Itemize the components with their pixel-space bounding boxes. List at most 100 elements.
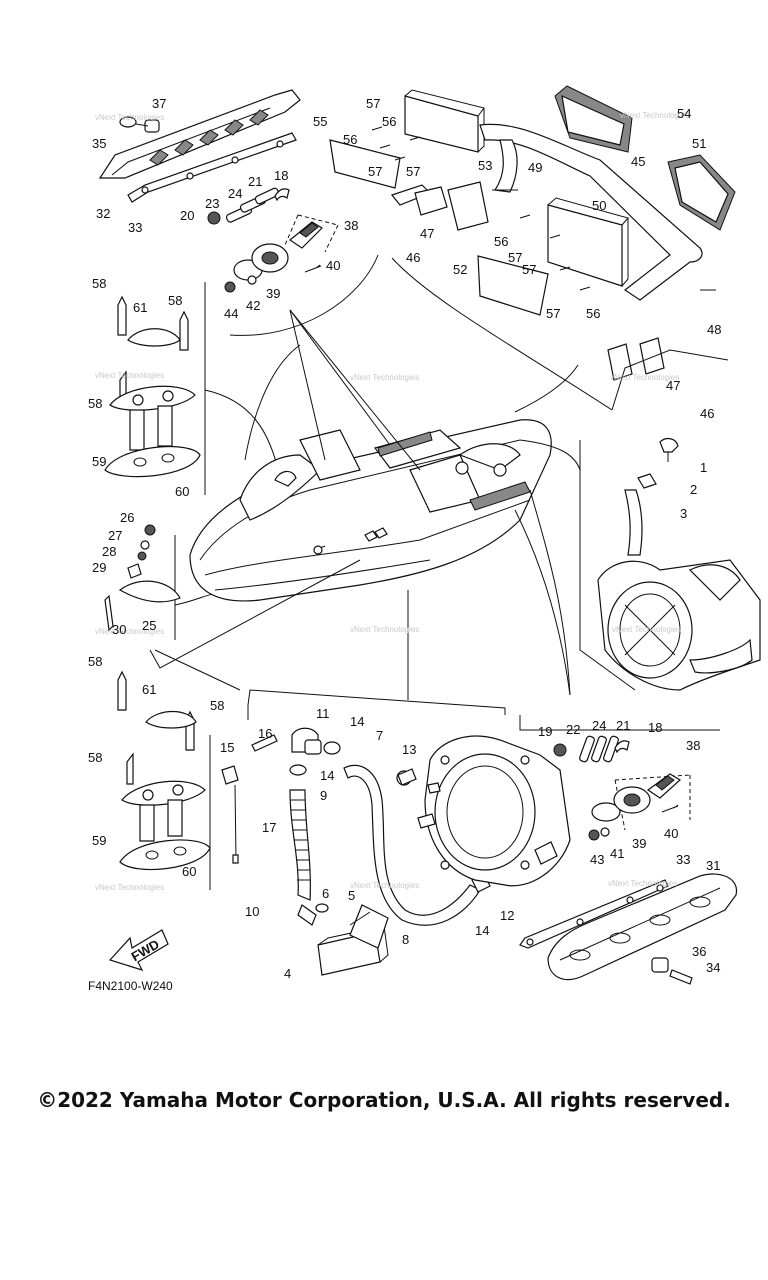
callout-35: 35 [92, 136, 106, 151]
callout-59: 59 [92, 833, 106, 848]
callout-46: 46 [700, 406, 714, 421]
hose-assembly [221, 705, 491, 976]
watermark-text: vNext Technologies [620, 111, 689, 120]
callout-27: 27 [108, 528, 122, 543]
callout-48: 48 [707, 322, 721, 337]
callout-12: 12 [500, 908, 514, 923]
callout-58: 58 [168, 293, 182, 308]
callout-28: 28 [102, 544, 116, 559]
callout-40: 40 [326, 258, 340, 273]
callout-31: 31 [706, 858, 720, 873]
engine-cover-assembly [329, 85, 736, 381]
callout-9: 9 [320, 788, 327, 803]
watermark-text: vNext Technologies [610, 373, 679, 382]
callout-11: 11 [316, 706, 330, 721]
callout-57: 57 [406, 164, 420, 179]
callout-56: 56 [586, 306, 600, 321]
callout-18: 18 [648, 720, 662, 735]
callout-20: 20 [180, 208, 194, 223]
callout-13: 13 [402, 742, 416, 757]
callout-56: 56 [382, 114, 396, 129]
nozzle-housing [417, 735, 571, 887]
callout-25: 25 [142, 618, 156, 633]
callout-10: 10 [245, 904, 259, 919]
callout-34: 34 [706, 960, 720, 975]
callout-39: 39 [632, 836, 646, 851]
watercraft-hull [189, 419, 552, 602]
watermark-text: vNext Technologies [95, 113, 164, 122]
callout-37: 37 [152, 96, 166, 111]
grab-rail-rear-right [519, 873, 738, 985]
callout-24: 24 [592, 718, 606, 733]
callout-26: 26 [120, 510, 134, 525]
callout-58: 58 [210, 698, 224, 713]
grab-rail-front-left [98, 89, 301, 203]
callout-21: 21 [248, 174, 262, 189]
callout-29: 29 [92, 560, 106, 575]
callout-39: 39 [266, 286, 280, 301]
callout-23: 23 [205, 196, 219, 211]
callout-44: 44 [224, 306, 238, 321]
watermark-text: vNext Technologies [612, 625, 681, 634]
callout-15: 15 [220, 740, 234, 755]
callout-59: 59 [92, 454, 106, 469]
parts-diagram: FWD vNext Technologies vNext Technologie… [88, 85, 761, 993]
callout-14: 14 [350, 714, 364, 729]
callout-38: 38 [344, 218, 358, 233]
callout-56: 56 [494, 234, 508, 249]
copyright-notice: ©2022 Yamaha Motor Corporation, U.S.A. A… [37, 1088, 731, 1112]
callout-60: 60 [182, 864, 196, 879]
callout-45: 45 [631, 154, 645, 169]
callout-8: 8 [402, 932, 409, 947]
callout-61: 61 [142, 682, 156, 697]
callout-30: 30 [112, 622, 126, 637]
callout-22: 22 [566, 722, 580, 737]
hook-assembly [104, 524, 181, 640]
callout-7: 7 [376, 728, 383, 743]
callout-42: 42 [246, 298, 260, 313]
callout-56: 56 [343, 132, 357, 147]
fastener-group-bottom-right [519, 715, 720, 841]
callout-57: 57 [368, 164, 382, 179]
callout-47: 47 [420, 226, 434, 241]
watermark-text: vNext Technologies [350, 625, 419, 634]
callout-51: 51 [692, 136, 706, 151]
callout-57: 57 [366, 96, 380, 111]
fastener-group-top-left [207, 187, 339, 293]
callout-57: 57 [522, 262, 536, 277]
callout-61: 61 [133, 300, 147, 315]
watermark-text: vNext Technologies [608, 879, 677, 888]
callout-6: 6 [322, 886, 329, 901]
callout-53: 53 [478, 158, 492, 173]
callout-24: 24 [228, 186, 242, 201]
watermark-text: vNext Technologies [95, 627, 164, 636]
callout-17: 17 [262, 820, 276, 835]
callout-46: 46 [406, 250, 420, 265]
watermarks: vNext Technologies vNext Technologies vN… [95, 111, 689, 892]
watermark-text: vNext Technologies [350, 373, 419, 382]
callout-4: 4 [284, 966, 291, 981]
callout-labels: 37 35 32 33 18 21 24 23 20 38 40 39 42 4… [88, 96, 721, 981]
callout-1: 1 [700, 460, 707, 475]
jet-pump-assembly [579, 437, 761, 691]
callout-38: 38 [686, 738, 700, 753]
callout-14: 14 [475, 923, 489, 938]
callout-58: 58 [88, 654, 102, 669]
callout-57: 57 [546, 306, 560, 321]
callout-57: 57 [508, 250, 522, 265]
callout-14: 14 [320, 768, 334, 783]
callout-33: 33 [676, 852, 690, 867]
callout-18: 18 [274, 168, 288, 183]
callout-3: 3 [680, 506, 687, 521]
callout-54: 54 [677, 106, 691, 121]
watermark-text: vNext Technologies [95, 371, 164, 380]
callout-47: 47 [666, 378, 680, 393]
callout-5: 5 [348, 888, 355, 903]
callout-33: 33 [128, 220, 142, 235]
callout-32: 32 [96, 206, 110, 221]
callout-41: 41 [610, 846, 624, 861]
callout-58: 58 [92, 276, 106, 291]
watermark-text: vNext Technologies [350, 881, 419, 890]
callout-43: 43 [590, 852, 604, 867]
drawing-code: F4N2100-W240 [88, 979, 173, 993]
